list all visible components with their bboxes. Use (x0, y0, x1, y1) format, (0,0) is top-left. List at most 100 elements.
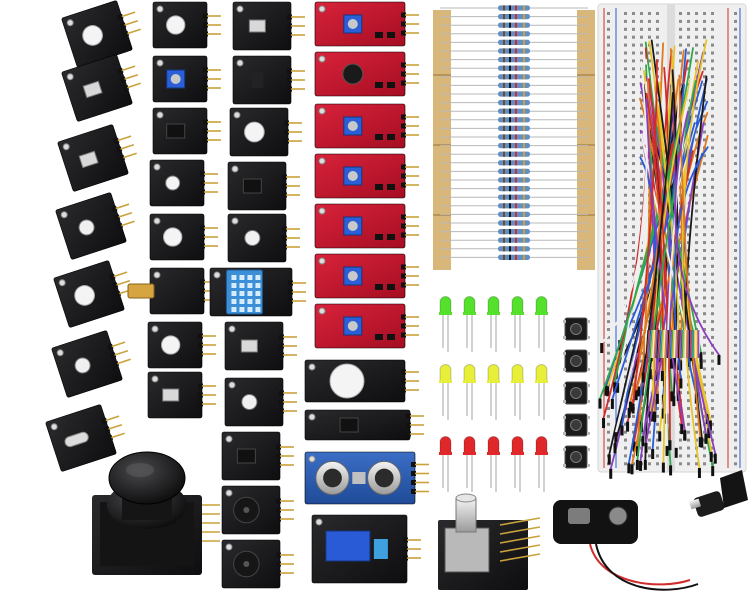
wire-connector (602, 418, 606, 429)
wire-connector (711, 466, 715, 477)
bundled-wire (684, 329, 687, 359)
wire-connector (709, 451, 713, 462)
wire-connector (697, 467, 701, 478)
resistor (440, 186, 588, 192)
jumper-wire (626, 66, 669, 423)
bundled-wire (650, 329, 654, 359)
dc-barrel-plug (689, 470, 748, 517)
jumper-wire (614, 124, 697, 434)
wire-connector (627, 463, 631, 474)
sensor-module (221, 539, 294, 589)
bundled-wire (653, 329, 657, 359)
sensor-module (229, 107, 302, 157)
resistor (440, 168, 588, 174)
red-sensor-module (314, 1, 419, 47)
resistor-tape-group (433, 10, 595, 270)
resistor (440, 177, 588, 183)
bundled-wire (681, 329, 684, 359)
bundled-wire (672, 329, 675, 359)
jumper-wire (629, 106, 663, 403)
bundled-wire (665, 329, 669, 359)
wire-connector (635, 459, 639, 470)
wire-connector (637, 386, 641, 397)
jumper-wire (599, 47, 694, 400)
jumper-wire (665, 64, 695, 447)
bundled-wire (648, 329, 652, 359)
bundled-wire (662, 329, 666, 359)
wire-connector (665, 445, 669, 456)
led (535, 296, 548, 352)
wire-connector (613, 443, 617, 454)
resistor (440, 91, 588, 97)
wire-connector (610, 398, 614, 409)
wire-connector (670, 391, 674, 402)
led (439, 364, 452, 420)
wire-connector (644, 442, 648, 453)
resistor (440, 254, 588, 260)
wire-connector (614, 432, 618, 443)
wire-connector (653, 411, 657, 422)
resistor (440, 74, 588, 80)
wire-connector (604, 385, 608, 396)
push-button (563, 381, 590, 405)
sensor-module (221, 485, 294, 535)
wire-connector (655, 393, 659, 404)
jumper-wire (640, 133, 693, 352)
resistor (440, 39, 588, 45)
sensor-module (127, 267, 218, 315)
resistor (440, 125, 588, 131)
tilted-sensor-module (45, 404, 125, 472)
led (535, 436, 548, 492)
resistor (440, 82, 588, 88)
bundled-wire (680, 329, 683, 359)
sensor-module-group (45, 0, 429, 589)
sensor-module (152, 1, 221, 49)
red-sensor-module (314, 103, 419, 149)
resistor (440, 22, 588, 28)
wire-connector (636, 342, 640, 353)
joystick-module (92, 451, 220, 575)
led (511, 436, 524, 492)
resistor (440, 220, 588, 226)
ir-obstacle-module (304, 359, 419, 403)
led (463, 436, 476, 492)
push-button (563, 445, 590, 469)
bundled-wire (657, 329, 661, 359)
bundled-wire (668, 329, 671, 359)
led (535, 364, 548, 420)
jumper-wire (678, 74, 702, 439)
large-component-group (92, 451, 748, 591)
wire-connector (600, 343, 604, 354)
wire-connector (661, 408, 665, 419)
bundled-wire (656, 329, 659, 359)
bundled-wire (667, 329, 670, 359)
bundled-wire (652, 329, 656, 359)
resistor (440, 151, 588, 157)
bundled-wire (683, 329, 685, 359)
jumper-wire (632, 59, 658, 405)
wire-connector (648, 369, 652, 380)
relay-module (311, 514, 421, 584)
bundled-wire (677, 329, 680, 359)
resistor (440, 237, 588, 243)
wire-connector (704, 433, 708, 444)
sensor-module (221, 431, 294, 481)
tilted-sensor-module (61, 0, 141, 68)
wire-connector (700, 437, 704, 448)
wire-connector (658, 431, 662, 442)
wire-connector (627, 407, 631, 418)
wire-connector (713, 453, 717, 464)
resistor (440, 229, 588, 235)
jumper-wire (613, 123, 689, 384)
sensor-module (232, 55, 305, 105)
resistor (440, 211, 588, 217)
battery-clip (553, 500, 699, 591)
led (463, 296, 476, 352)
tilted-sensor-module (55, 192, 135, 260)
tilted-sensor-module (61, 54, 141, 122)
jumper-wire (600, 61, 648, 344)
red-sensor-module (314, 253, 419, 299)
resistor (440, 100, 588, 106)
red-sensor-module (314, 203, 419, 249)
